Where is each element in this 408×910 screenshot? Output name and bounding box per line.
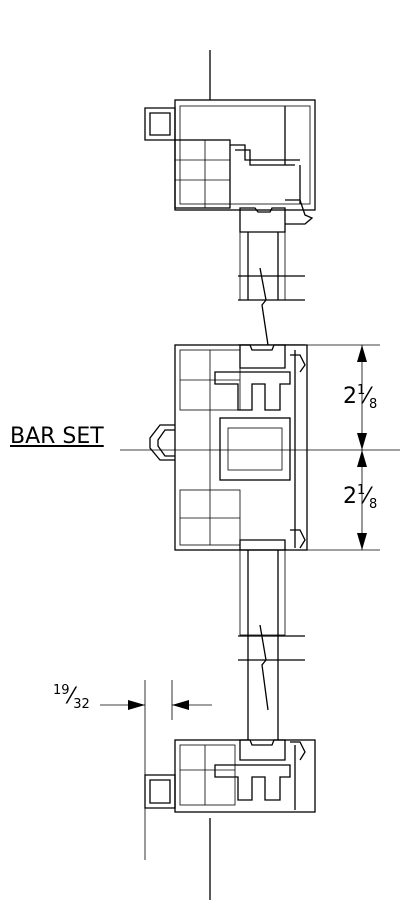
dimension-lower-numerator: 1 bbox=[357, 483, 366, 498]
bar-set-label: BAR SET bbox=[10, 424, 104, 449]
dimension-offset-slash: ⁄ bbox=[69, 684, 74, 709]
dimension-lower-whole: 2 bbox=[343, 484, 357, 509]
dimension-upper: 21⁄8 bbox=[343, 383, 378, 412]
dimension-lines bbox=[100, 344, 380, 860]
bottom-frame-profile bbox=[144, 739, 316, 813]
dimension-offset-denominator: 32 bbox=[73, 697, 90, 712]
arrow-right bbox=[128, 700, 145, 710]
dimension-upper-denominator: 8 bbox=[368, 397, 378, 412]
dimension-offset-numerator: 19 bbox=[53, 683, 70, 698]
dimension-offset: 19⁄32 bbox=[53, 683, 90, 712]
dimension-upper-whole: 2 bbox=[343, 384, 357, 409]
dimension-lower-denominator: 8 bbox=[368, 497, 378, 512]
upper-glazing bbox=[238, 231, 305, 346]
arrow-down-2 bbox=[357, 533, 367, 550]
arrow-left bbox=[172, 700, 189, 710]
arrow-up-2 bbox=[357, 450, 367, 467]
lower-glazing bbox=[238, 549, 305, 740]
middle-bar-assembly bbox=[120, 344, 400, 551]
dimension-upper-slash: ⁄ bbox=[365, 384, 369, 409]
dimension-upper-numerator: 1 bbox=[357, 383, 366, 398]
dimension-lower: 21⁄8 bbox=[343, 483, 378, 512]
top-frame-profile bbox=[144, 99, 316, 233]
arrow-down-1 bbox=[357, 433, 367, 450]
dimension-lower-slash: ⁄ bbox=[365, 484, 369, 509]
arrow-up-1 bbox=[357, 345, 367, 362]
